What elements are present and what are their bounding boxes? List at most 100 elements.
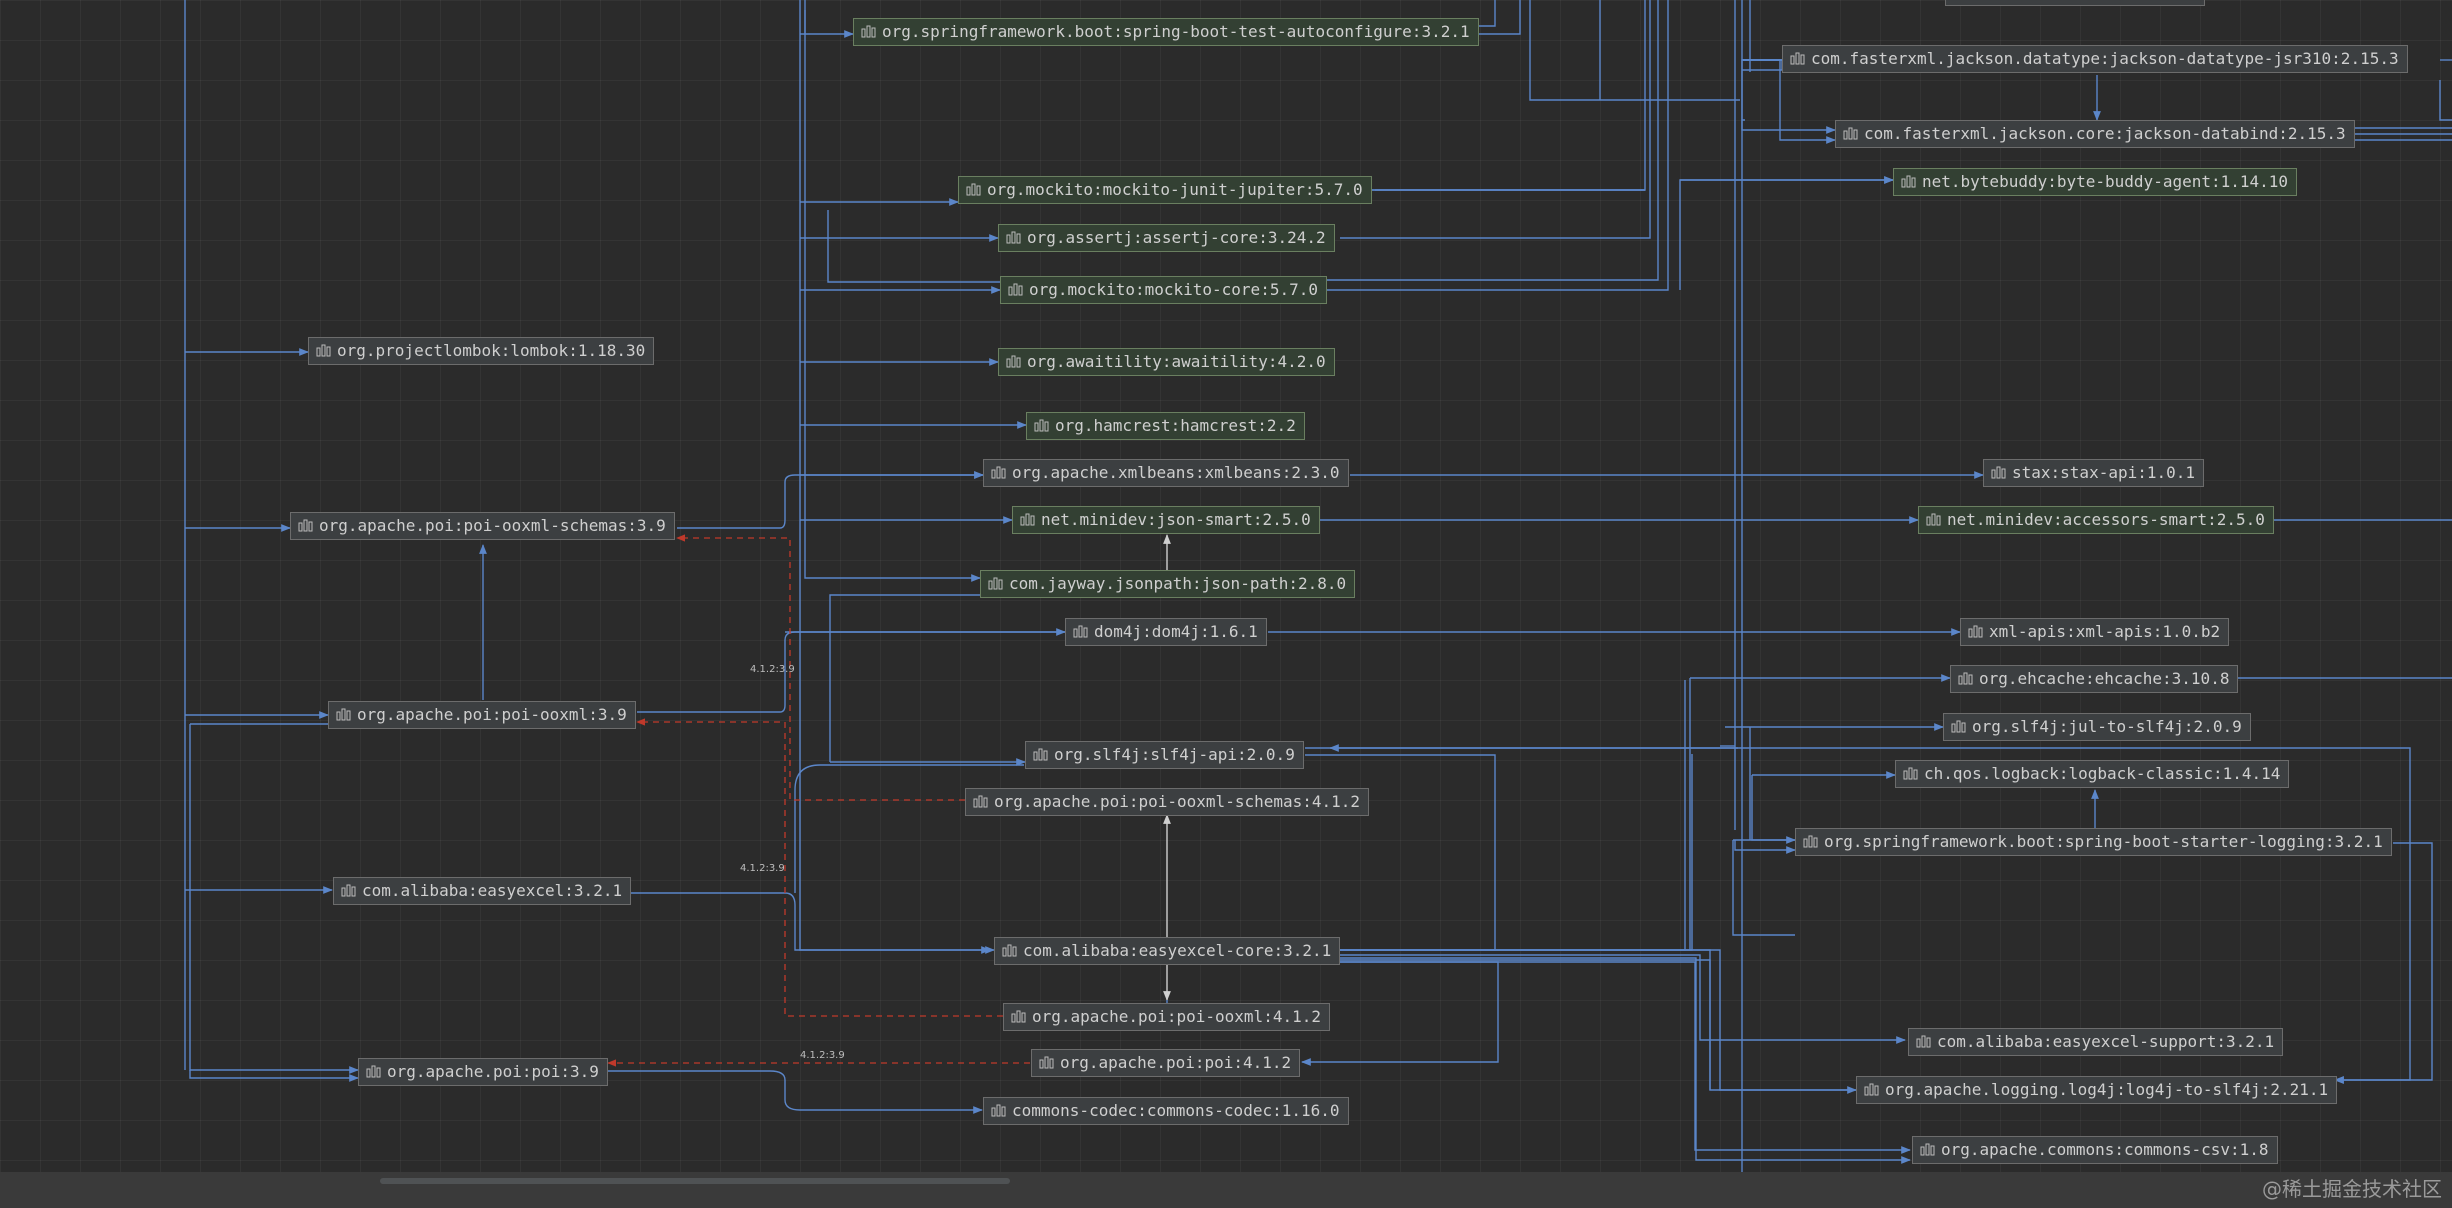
node-label: org.apache.poi:poi:3.9 [387, 1062, 599, 1081]
node-label: org.slf4j:slf4j-api:2.0.9 [1054, 745, 1295, 764]
node-label: org.apache.poi:poi-ooxml:4.1.2 [1032, 1007, 1321, 1026]
node-awaitility[interactable]: org.awaitility:awaitility:4.2.0 [998, 348, 1335, 376]
node-label: org.apache.xmlbeans:xmlbeans:2.3.0 [1012, 463, 1340, 482]
node-label: org.apache.poi:poi-ooxml:3.9 [357, 705, 627, 724]
node-label: org.springframework.boot:spring-boot-sta… [1824, 832, 2383, 851]
module-icon [366, 1065, 381, 1078]
module-icon [1958, 672, 1973, 685]
module-icon [1073, 625, 1088, 638]
module-icon [1033, 748, 1048, 761]
node-label: commons-codec:commons-codec:1.16.0 [1012, 1101, 1340, 1120]
module-icon [1034, 419, 1049, 432]
node-json-path[interactable]: com.jayway.jsonpath:json-path:2.8.0 [980, 570, 1356, 598]
node-label: stax:stax-api:1.0.1 [2012, 463, 2196, 482]
node-xml-apis[interactable]: xml-apis:xml-apis:1.0.b2 [1960, 618, 2230, 646]
node-label: com.alibaba:easyexcel-core:3.2.1 [1023, 941, 1332, 960]
node-label: net.bytebuddy:byte-buddy-agent:1.14.10 [1922, 172, 2289, 191]
node-poi-ooxml-4-1-2[interactable]: org.apache.poi:poi-ooxml:4.1.2 [1003, 1003, 1330, 1031]
node-spring-boot-starter-logging[interactable]: org.springframework.boot:spring-boot-sta… [1795, 828, 2392, 856]
scrollbar-thumb[interactable] [380, 1178, 1010, 1184]
node-easyexcel-support[interactable]: com.alibaba:easyexcel-support:3.2.1 [1908, 1028, 2284, 1056]
node-poi-ooxml-schemas-4-1-2[interactable]: org.apache.poi:poi-ooxml-schemas:4.1.2 [965, 788, 1370, 816]
node-label: com.fasterxml.jackson.datatype:jackson-d… [1811, 49, 2399, 68]
node-mockito-junit-jupiter[interactable]: org.mockito:mockito-junit-jupiter:5.7.0 [958, 176, 1372, 204]
node-label: org.slf4j:jul-to-slf4j:2.0.9 [1972, 717, 2242, 736]
module-icon [341, 884, 356, 897]
node-label: org.awaitility:awaitility:4.2.0 [1027, 352, 1326, 371]
node-assertj-core[interactable]: org.assertj:assertj-core:3.24.2 [998, 224, 1335, 252]
node-label: net.minidev:json-smart:2.5.0 [1041, 510, 1311, 529]
node-jackson-databind[interactable]: com.fasterxml.jackson.core:jackson-datab… [1835, 120, 2355, 148]
module-icon [1968, 625, 1983, 638]
node-label: org.springframework.boot:spring-boot-tes… [882, 22, 1470, 41]
node-label: net.minidev:accessors-smart:2.5.0 [1947, 510, 2265, 529]
node-byte-buddy-agent[interactable]: net.bytebuddy:byte-buddy-agent:1.14.10 [1893, 168, 2298, 196]
edge-label-version-conflict: 4.1.2:3.9 [800, 1050, 845, 1061]
node-mockito-core[interactable]: org.mockito:mockito-core:5.7.0 [1000, 276, 1327, 304]
node-label: org.apache.poi:poi:4.1.2 [1060, 1053, 1292, 1072]
node-lombok[interactable]: org.projectlombok:lombok:1.18.30 [308, 337, 655, 365]
module-icon [1951, 720, 1966, 733]
node-commons-codec[interactable]: commons-codec:commons-codec:1.16.0 [983, 1097, 1349, 1125]
module-icon [316, 344, 331, 357]
node-log4j-to-slf4j[interactable]: org.apache.logging.log4j:log4j-to-slf4j:… [1856, 1076, 2338, 1104]
node-poi-ooxml-3-9[interactable]: org.apache.poi:poi-ooxml:3.9 [328, 701, 636, 729]
node-poi-ooxml-schemas-3-9[interactable]: org.apache.poi:poi-ooxml-schemas:3.9 [290, 512, 675, 540]
node-jul-to-slf4j[interactable]: org.slf4j:jul-to-slf4j:2.0.9 [1943, 713, 2251, 741]
node-slf4j-api[interactable]: org.slf4j:slf4j-api:2.0.9 [1025, 741, 1304, 769]
node-label: org.apache.poi:poi-ooxml-schemas:3.9 [319, 516, 666, 535]
node-label: xml-apis:xml-apis:1.0.b2 [1989, 622, 2221, 641]
node-commons-csv[interactable]: org.apache.commons:commons-csv:1.8 [1912, 1136, 2278, 1164]
horizontal-scrollbar[interactable] [0, 1172, 2452, 1208]
module-icon [1011, 1010, 1026, 1023]
node-ehcache[interactable]: org.ehcache:ehcache:3.10.8 [1950, 665, 2239, 693]
module-icon [1803, 835, 1818, 848]
node-poi-3-9[interactable]: org.apache.poi:poi:3.9 [358, 1058, 608, 1086]
node-label: com.fasterxml.jackson.core:jackson-datab… [1864, 124, 2346, 143]
node-label: org.mockito:mockito-junit-jupiter:5.7.0 [987, 180, 1363, 199]
node-poi-4-1-2[interactable]: org.apache.poi:poi:4.1.2 [1031, 1049, 1301, 1077]
module-icon [336, 708, 351, 721]
node-label: com.jayway.jsonpath:json-path:2.8.0 [1009, 574, 1347, 593]
node-label: org.hamcrest:hamcrest:2.2 [1055, 416, 1296, 435]
module-icon [298, 519, 313, 532]
node-label: ch.qos.logback:logback-classic:1.4.14 [1924, 764, 2281, 783]
module-icon [973, 795, 988, 808]
node-logback-classic[interactable]: ch.qos.logback:logback-classic:1.4.14 [1895, 760, 2290, 788]
node-easyexcel[interactable]: com.alibaba:easyexcel:3.2.1 [333, 877, 632, 905]
node-json-smart[interactable]: net.minidev:json-smart:2.5.0 [1012, 506, 1320, 534]
node-jackson-datatype-jsr310[interactable]: com.fasterxml.jackson.datatype:jackson-d… [1782, 45, 2408, 73]
node-xmlbeans[interactable]: org.apache.xmlbeans:xmlbeans:2.3.0 [983, 459, 1349, 487]
module-icon [1903, 767, 1918, 780]
node-label: org.ehcache:ehcache:3.10.8 [1979, 669, 2230, 688]
module-icon [1991, 466, 2006, 479]
module-icon [1006, 231, 1021, 244]
module-icon [1020, 513, 1035, 526]
node-hamcrest[interactable]: org.hamcrest:hamcrest:2.2 [1026, 412, 1305, 440]
node-offscreen-top [1945, 0, 2205, 6]
module-icon [1901, 175, 1916, 188]
module-icon [1864, 1083, 1879, 1096]
node-accessors-smart[interactable]: net.minidev:accessors-smart:2.5.0 [1918, 506, 2274, 534]
node-dom4j[interactable]: dom4j:dom4j:1.6.1 [1065, 618, 1267, 646]
node-label: com.alibaba:easyexcel:3.2.1 [362, 881, 623, 900]
module-icon [1006, 355, 1021, 368]
node-stax-api[interactable]: stax:stax-api:1.0.1 [1983, 459, 2205, 487]
node-label: org.apache.poi:poi-ooxml-schemas:4.1.2 [994, 792, 1361, 811]
node-easyexcel-core[interactable]: com.alibaba:easyexcel-core:3.2.1 [994, 937, 1341, 965]
module-icon [991, 1104, 1006, 1117]
watermark: @稀土掘金技术社区 [2262, 1177, 2442, 1201]
module-icon [1920, 1143, 1935, 1156]
module-icon [861, 25, 876, 38]
module-icon [1790, 52, 1805, 65]
module-icon [1008, 283, 1023, 296]
edge-label-version-conflict: 4.1.2:3.9 [750, 664, 795, 675]
module-icon [991, 466, 1006, 479]
module-icon [1926, 513, 1941, 526]
module-icon [1843, 127, 1858, 140]
node-label: dom4j:dom4j:1.6.1 [1094, 622, 1258, 641]
module-icon [1039, 1056, 1054, 1069]
node-spring-boot-test-autoconfigure[interactable]: org.springframework.boot:spring-boot-tes… [853, 18, 1479, 46]
module-icon [1916, 1035, 1931, 1048]
